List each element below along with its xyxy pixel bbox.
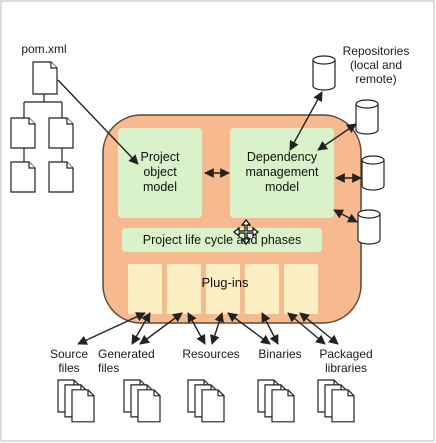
module-document-icon (48, 161, 74, 193)
arrow-plugins-to-files (77, 312, 339, 345)
file-sheet-icon (71, 389, 95, 423)
plugins-label: Plug-ins (201, 275, 249, 290)
file-stack-icon (187, 379, 225, 423)
module-document-icon (10, 117, 36, 149)
repository-cylinder-icon (355, 99, 379, 135)
generated-files-label: Generated files (98, 347, 155, 375)
repository-cylinder-icon (357, 209, 381, 245)
source-files-label: Source files (49, 347, 89, 375)
repository-cylinder-icon (361, 155, 385, 191)
plugin-column (167, 264, 201, 314)
lifecycle-label: Project life cycle and phases (142, 233, 302, 247)
packaged-libraries-label: Packaged libraries (319, 347, 373, 375)
plugin-column (284, 264, 318, 314)
plugin-column (245, 264, 279, 314)
project-object-model-box (118, 128, 202, 218)
lifecycle-box (122, 228, 322, 252)
file-stack-icon (257, 379, 295, 423)
module-document-icon (10, 161, 36, 193)
file-sheet-icon (201, 389, 225, 423)
repository-cylinder-icon (312, 55, 336, 91)
arrow-repositories-dependency (289, 91, 362, 223)
plugin-column (206, 264, 240, 314)
pom-label: pom.xml (21, 42, 67, 56)
file-stack-icon (57, 379, 95, 423)
file-stack-icon (123, 379, 161, 423)
arrow-pom-to-project-model (57, 79, 139, 165)
move-cursor-icon (233, 219, 259, 245)
project-object-model-label: Project object model (140, 150, 180, 194)
plugin-column (128, 264, 162, 314)
file-sheet-icon (271, 389, 295, 423)
module-document-icon (48, 117, 74, 149)
file-sheet-icon (331, 389, 355, 423)
dependency-model-label: Dependency management model (245, 150, 319, 194)
resources-label: Resources (182, 347, 240, 361)
pom-tree-connectors (23, 94, 63, 162)
pom-document-icon (32, 61, 58, 95)
output-file-stacks (57, 379, 355, 423)
file-stack-icon (317, 379, 355, 423)
repositories-label: Repositories (local and remote) (342, 44, 410, 86)
file-sheet-icon (137, 389, 161, 423)
binaries-label: Binaries (258, 347, 302, 361)
